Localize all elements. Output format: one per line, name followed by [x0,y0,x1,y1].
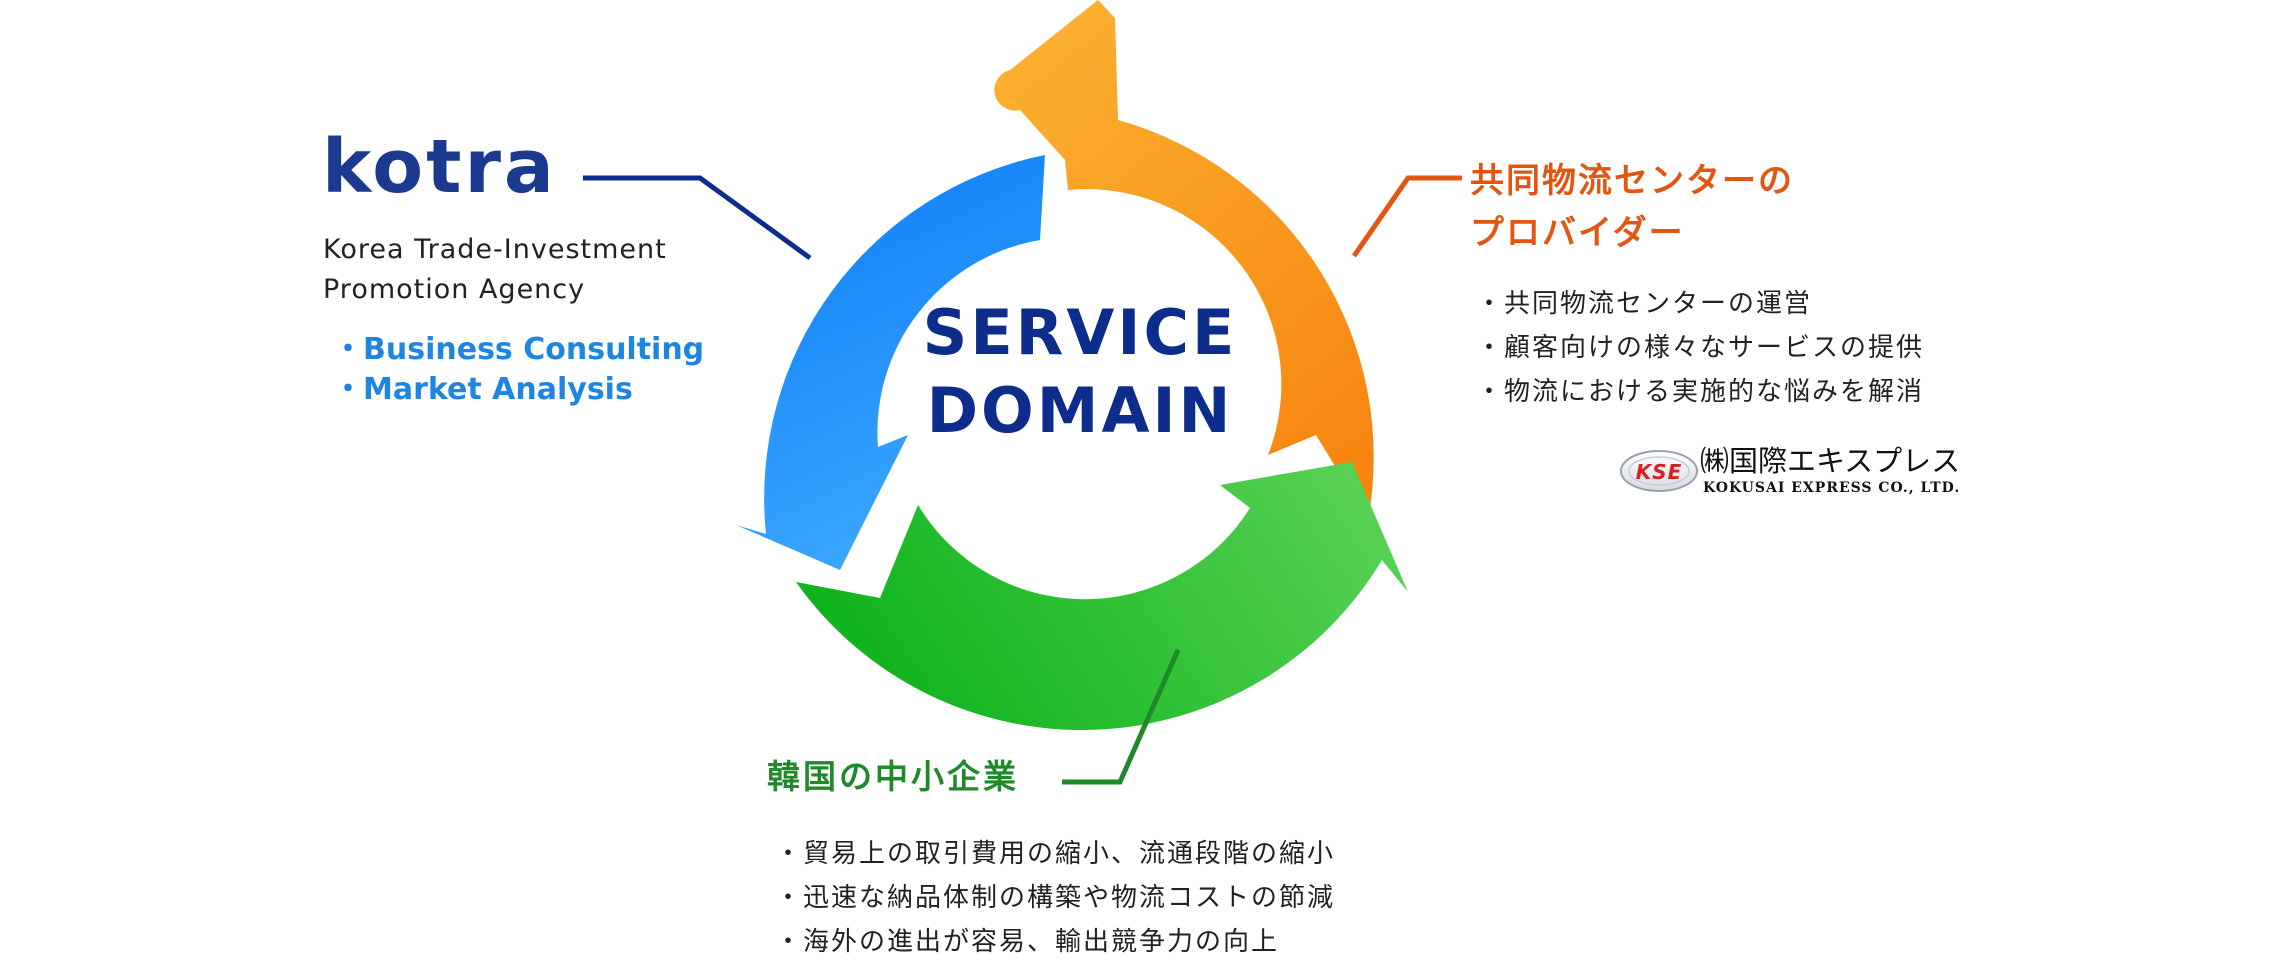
connector-line-kotra [583,175,812,261]
logistics-provider-title: 共同物流センターの プロバイダー [1470,155,1794,259]
korean-sme-bullet-list: ・貿易上の取引費用の縮小、流通段階の縮小 ・迅速な納品体制の構築や物流コストの節… [775,832,1335,964]
korean-sme-bullet-item: ・海外の進出が容易、輸出競争力の向上 [775,927,1280,957]
logistics-provider-bullet-item: ・共同物流センターの運営 [1476,289,1813,319]
kotra-bullet-list: ・Business Consulting ・Market Analysis [333,330,704,410]
kotra-logo: kotra [322,124,557,210]
logistics-provider-title-line1: 共同物流センターの [1470,161,1794,201]
korean-sme-bullet-item: ・迅速な納品体制の構築や物流コストの節減 [775,883,1336,913]
green-cycle-arrow [796,462,1408,731]
logistics-provider-bullet-item: ・顧客向けの様々なサービスの提供 [1476,333,1925,363]
kse-logo-text: KSE [1636,460,1683,484]
company-name: ㈱国際エキスプレス [1700,444,1961,478]
kotra-description: Korea Trade-Investment Promotion Agency [323,230,667,310]
kotra-description-line2: Promotion Agency [323,274,586,305]
company-name-english: KOKUSAI EXPRESS CO., LTD. [1703,480,1961,496]
blue-cycle-arrow [736,155,1045,570]
logistics-provider-bullet-list: ・共同物流センターの運営 ・顧客向けの様々なサービスの提供 ・物流における実施的… [1476,282,1924,414]
kotra-bullet-item: ・Market Analysis [333,372,633,407]
connector-line-logistics [1351,175,1462,258]
orange-cycle-arrow [994,0,1374,520]
connector-line-sme [1062,648,1181,785]
kotra-bullet-item: ・Business Consulting [333,332,705,367]
center-title-line1: SERVICE [922,296,1238,369]
center-title-line2: DOMAIN [926,374,1234,447]
logistics-provider-title-line2: プロバイダー [1470,213,1685,253]
kotra-description-line1: Korea Trade-Investment [323,234,667,265]
kse-company-logo: KSE [1620,450,1698,492]
korean-sme-title: 韓国の中小企業 [767,757,1019,796]
korean-sme-bullet-item: ・貿易上の取引費用の縮小、流通段階の縮小 [775,839,1336,869]
logistics-provider-bullet-item: ・物流における実施的な悩みを解消 [1476,377,1925,407]
